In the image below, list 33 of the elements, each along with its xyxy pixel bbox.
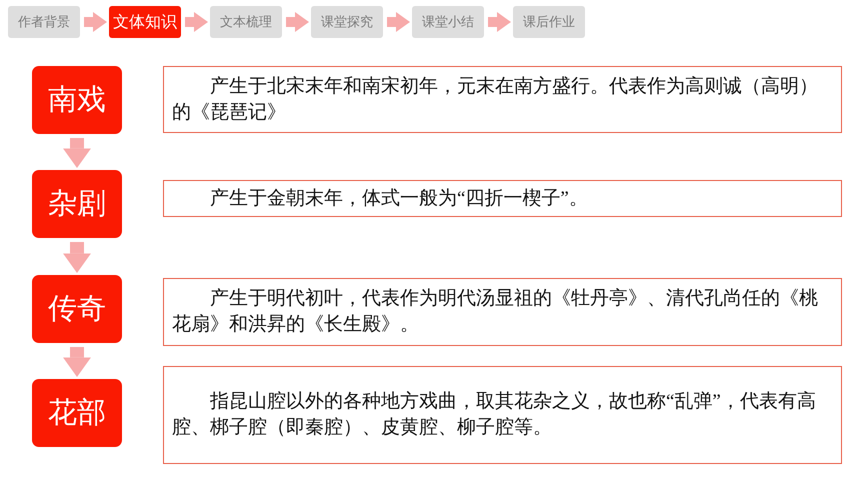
nav-tab: [109, 6, 181, 38]
tab-label: 课堂探究: [321, 13, 373, 31]
genre-label: 杂剧: [48, 187, 106, 222]
tab-label: 作者背景: [18, 13, 70, 31]
arrow: [286, 15, 309, 29]
description-text: 产生于明代初叶，代表作为明代汤显祖的《牡丹亭》、清代孔尚任的《桃花扇》和洪昇的《长生殿》。: [172, 287, 819, 337]
genre-label: 花部: [48, 396, 106, 431]
arrow: [387, 15, 410, 29]
nav-tab: [412, 6, 484, 38]
nav-tab: [311, 6, 383, 38]
description-box: [163, 278, 842, 346]
nav-tab: [210, 6, 282, 38]
tab-label: 课后作业: [523, 13, 575, 31]
tab-label: 文本梳理: [220, 13, 272, 31]
description-box: [163, 180, 842, 217]
description-box: [163, 66, 842, 133]
arrow: [185, 15, 208, 29]
description-box: [163, 366, 842, 464]
arrow: [488, 15, 511, 29]
tab-label: 文体知识: [113, 12, 177, 32]
genre-label: 南戏: [48, 83, 106, 118]
nav-tab: [513, 6, 585, 38]
genre-box: [32, 379, 122, 447]
tab-label: 课堂小结: [422, 13, 474, 31]
description-text: 产生于金朝末年，体式一般为“四折一楔子”。: [209, 186, 588, 211]
genre-box: [32, 170, 122, 238]
description-text: 指昆山腔以外的各种地方戏曲，取其花杂之义，故也称“乱弹”，代表有高腔、梆子腔（即秦腔）、皮黄腔、柳子腔等。: [172, 390, 817, 440]
arrow: [84, 15, 107, 29]
nav-tab: [8, 6, 80, 38]
genre-box: [32, 275, 122, 343]
description-text: 产生于北宋末年和南宋初年，元末在南方盛行。代表作为高则诚（高明）的《琵琶记》: [172, 74, 819, 124]
genre-label: 传奇: [48, 292, 106, 327]
genre-box: [32, 66, 122, 134]
